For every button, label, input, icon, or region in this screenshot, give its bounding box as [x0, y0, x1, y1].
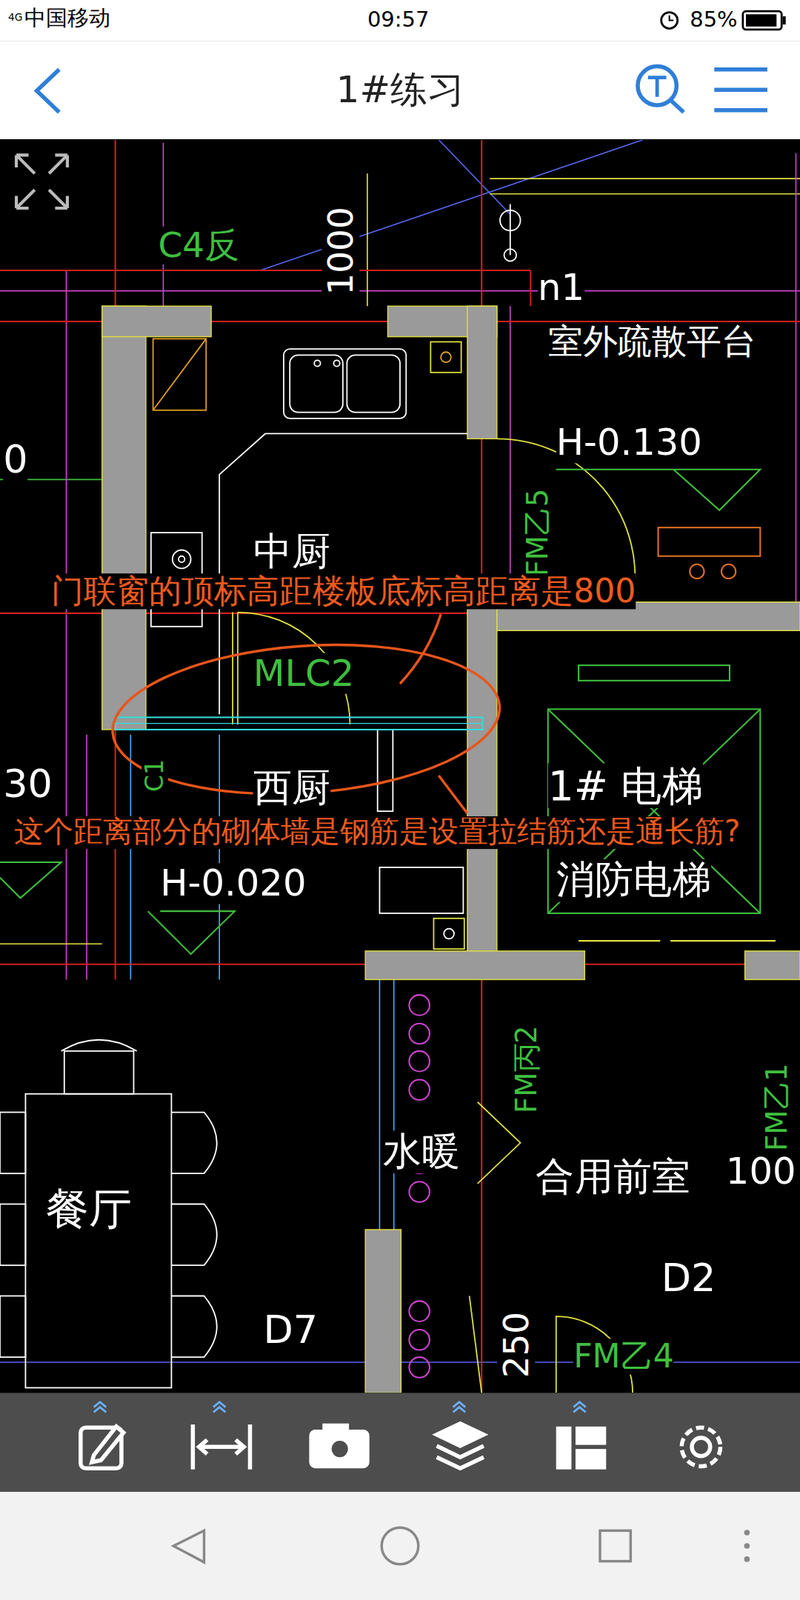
battery-level: 85% — [689, 8, 738, 32]
axis-tag: D2 — [661, 1257, 717, 1300]
toolbar-chevrons — [94, 1402, 586, 1413]
clock: 09:57 — [367, 8, 429, 32]
dimension: 250 — [497, 1311, 536, 1378]
room-name: 水暖 — [382, 1130, 461, 1174]
axis-tag: D7 — [262, 1308, 318, 1352]
page-title: 1#练习 — [336, 69, 464, 111]
room-name: 合用前室 — [535, 1156, 691, 1200]
dimension: 30 — [2, 762, 53, 806]
room-name: 中厨 — [253, 530, 332, 574]
dimension: 100 — [725, 1151, 797, 1192]
level-marks — [0, 469, 760, 955]
walls — [102, 305, 800, 1393]
pipe-risers — [408, 994, 430, 1378]
axis-tag: n1 — [537, 267, 585, 309]
room-name: 室外疏散平台 — [548, 322, 757, 361]
door-tag: FM丙2 — [511, 1025, 543, 1114]
header-divider — [0, 138, 800, 140]
status-bar — [0, 0, 800, 41]
markup-annotation — [107, 614, 505, 814]
room-name: 1# 电梯 — [548, 762, 703, 809]
nav-bar — [0, 1491, 800, 1600]
room-name: 西厨 — [253, 767, 332, 811]
window-tag: C1 — [141, 759, 169, 792]
dining-table — [0, 1040, 218, 1389]
floor-plan — [0, 140, 800, 1394]
toolbar-icons — [80, 1423, 721, 1470]
door-tag: FM乙4 — [573, 1338, 675, 1375]
menu-icon — [714, 69, 768, 111]
elevator-symbol — [548, 665, 776, 941]
room-name: 消防电梯 — [556, 859, 712, 903]
room-name: 餐厅 — [45, 1185, 132, 1234]
window-line — [115, 717, 483, 730]
door-tag: FM乙1 — [761, 1062, 793, 1152]
carrier-name: 中国移动 — [24, 7, 111, 32]
search-icon — [637, 66, 684, 113]
cad-canvas — [0, 140, 800, 1394]
window-tag: C4反 — [158, 226, 240, 266]
expand-icon — [16, 154, 68, 209]
app-header — [0, 40, 800, 139]
dimension: 0 — [2, 438, 28, 482]
markup-note: 这个距离部分的砌体墙是钢筋是设置拉结筋还是通长筋? — [14, 816, 740, 849]
network-type: 4G — [8, 11, 23, 23]
nav-buttons — [173, 1527, 749, 1565]
dimension: 1000 — [321, 206, 360, 295]
back-arrow — [37, 69, 60, 113]
level-mark: H-0.020 — [160, 862, 306, 904]
door-tag: FM乙5 — [522, 488, 555, 578]
level-mark: H-0.130 — [556, 422, 703, 463]
toolbar — [0, 1392, 800, 1492]
markup-note: 门联窗的顶标高距楼板底标高距离是800 — [51, 573, 636, 609]
door-window-tag: MLC2 — [253, 653, 355, 695]
